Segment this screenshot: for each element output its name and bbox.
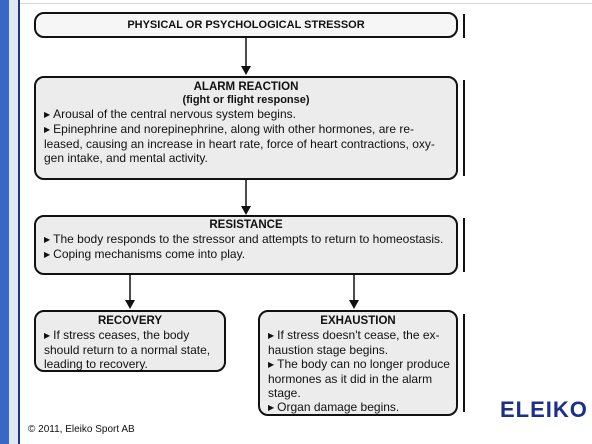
bullet-triangle-icon: ▶ bbox=[44, 110, 51, 119]
resistance-box: RESISTANCE ▶The body responds to the str… bbox=[34, 215, 458, 275]
eleiko-logo: ELEIKO bbox=[500, 397, 588, 422]
resistance-title: RESISTANCE bbox=[209, 219, 283, 231]
resistance-bullet: ▶The body responds to the stressor and a… bbox=[44, 232, 444, 246]
bullet-triangle-icon: ▶ bbox=[44, 331, 51, 340]
resistance-bullet: ▶Coping mechanisms come into play. bbox=[44, 247, 246, 261]
top-divider bbox=[20, 3, 592, 4]
exhaustion-side-mark bbox=[463, 314, 465, 412]
arrow-resistance-to-recovery bbox=[125, 275, 135, 309]
copyright-text: © 2011, Eleiko Sport AB bbox=[28, 424, 135, 435]
arrow-alarm-to-resistance bbox=[241, 180, 251, 215]
bullet-triangle-icon: ▶ bbox=[44, 125, 51, 134]
bullet-triangle-icon: ▶ bbox=[268, 331, 275, 340]
alarm-bullet: ▶Epinephrine and norepinephrine, along w… bbox=[44, 122, 435, 165]
alarm-bullet: ▶Arousal of the central nervous system b… bbox=[44, 107, 296, 121]
stressor-side-mark bbox=[463, 14, 465, 38]
alarm-title: ALARM REACTION bbox=[193, 81, 299, 93]
alarm-subtitle: (fight or flight response) bbox=[182, 94, 310, 106]
stressor-title: PHYSICAL OR PSYCHOLOGICAL STRESSOR bbox=[127, 18, 365, 31]
exhaustion-box: EXHAUSTION ▶If stress doesn't cease, the… bbox=[258, 310, 458, 416]
alarm-reaction-box: ALARM REACTION (fight or flight response… bbox=[34, 76, 458, 180]
rail-light-band bbox=[9, 0, 18, 444]
rail-dark-line bbox=[18, 0, 20, 444]
exhaustion-bullet: ▶If stress doesn't cease, the ex- hausti… bbox=[268, 328, 440, 357]
arrow-stressor-to-alarm bbox=[241, 38, 251, 75]
recovery-title: RECOVERY bbox=[97, 315, 163, 327]
bullet-triangle-icon: ▶ bbox=[44, 250, 51, 259]
bullet-triangle-icon: ▶ bbox=[44, 235, 51, 244]
recovery-bullet: ▶If stress ceases, the body should retur… bbox=[44, 328, 211, 371]
alarm-side-mark bbox=[463, 80, 465, 176]
stressor-box: PHYSICAL OR PSYCHOLOGICAL STRESSOR bbox=[34, 12, 458, 38]
arrow-resistance-to-exhaustion bbox=[349, 275, 359, 309]
slide-side-rail bbox=[0, 0, 20, 444]
exhaustion-title: EXHAUSTION bbox=[320, 315, 396, 327]
rail-blue-band bbox=[0, 0, 9, 444]
recovery-box: RECOVERY ▶If stress ceases, the body sho… bbox=[34, 310, 226, 372]
exhaustion-bullet: ▶Organ damage begins. bbox=[268, 400, 400, 414]
bullet-triangle-icon: ▶ bbox=[268, 360, 275, 369]
bullet-triangle-icon: ▶ bbox=[268, 403, 275, 412]
exhaustion-bullet: ▶The body can no longer produce hormones… bbox=[268, 357, 450, 400]
resistance-side-mark bbox=[463, 218, 465, 272]
